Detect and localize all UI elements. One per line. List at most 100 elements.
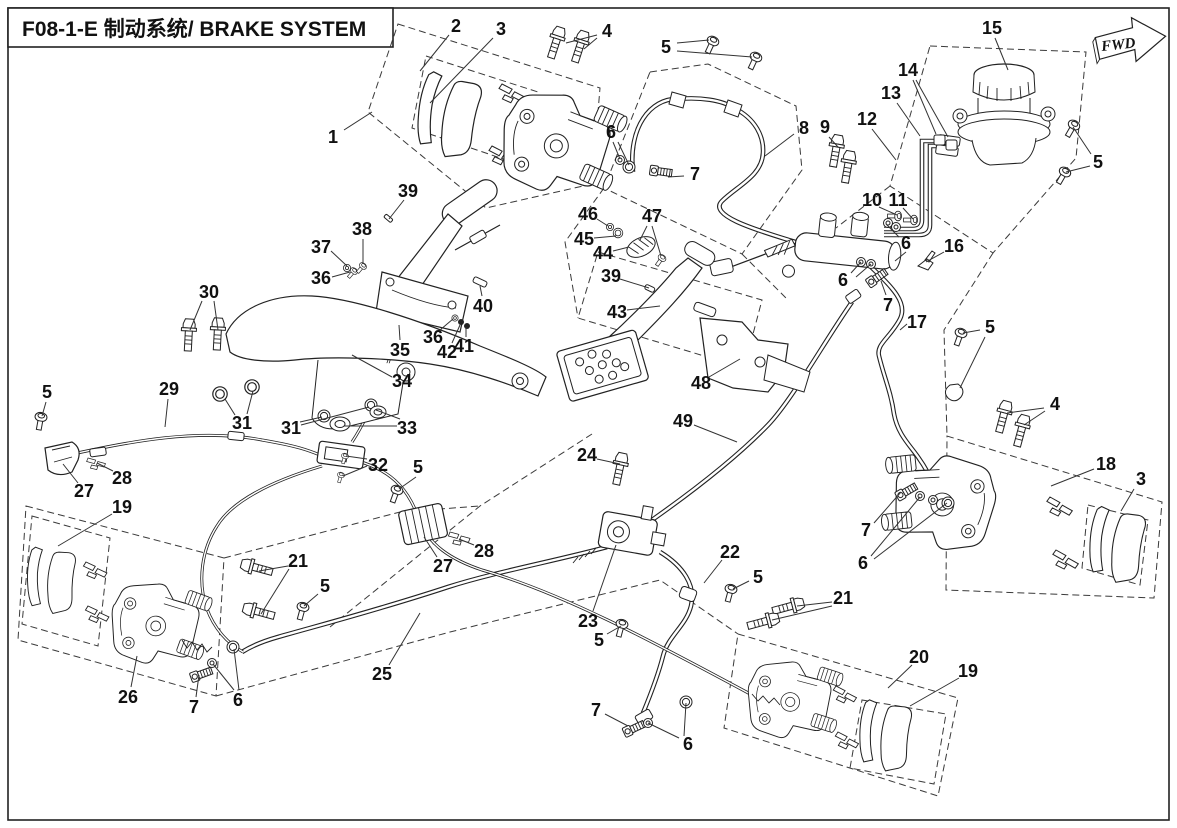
hose-clamp-bolt xyxy=(950,326,969,348)
leader-line-32 xyxy=(345,455,368,460)
callout-21: 21 xyxy=(288,551,308,571)
leader-line-6 xyxy=(617,141,630,166)
leader-line-21 xyxy=(260,568,290,615)
leader-line-4 xyxy=(1023,410,1046,426)
callout-5: 5 xyxy=(985,317,995,337)
leader-line-28 xyxy=(458,538,475,546)
leader-line-21 xyxy=(771,605,833,621)
cable-boot xyxy=(398,502,448,546)
callout-19: 19 xyxy=(958,661,978,681)
callout-6: 6 xyxy=(838,270,848,290)
brake-fluid-reservoir xyxy=(935,63,1056,166)
guide-bolt xyxy=(32,411,49,432)
brake-pads-front-left xyxy=(407,69,487,163)
leader-line-44 xyxy=(612,246,630,252)
leader-line-40 xyxy=(479,285,483,297)
leader-line-6 xyxy=(873,502,948,560)
leader-line-5 xyxy=(1072,126,1092,155)
leader-line-24 xyxy=(596,458,621,465)
leader-line-7 xyxy=(873,491,902,524)
callout-7: 7 xyxy=(690,164,700,184)
cable-adjuster xyxy=(89,446,107,458)
leader-line-14 xyxy=(915,79,949,138)
hose-clamps xyxy=(668,91,743,118)
callout-6: 6 xyxy=(233,690,243,710)
bracket-pin xyxy=(693,301,717,318)
banjo-bolt xyxy=(621,718,647,739)
callout-37: 37 xyxy=(311,237,331,257)
leader-line-35 xyxy=(398,324,401,341)
leader-line-23 xyxy=(592,544,617,612)
parking-lever-spring xyxy=(751,693,781,706)
leader-line-42 xyxy=(451,324,461,344)
leader-line-19 xyxy=(57,513,113,547)
callout-7: 7 xyxy=(861,520,871,540)
rear-right-caliper xyxy=(744,658,846,743)
callout-3: 3 xyxy=(496,19,506,39)
bushing xyxy=(244,379,260,395)
cover-bolt xyxy=(179,318,198,352)
flanged-spacer xyxy=(369,405,387,419)
callout-18: 18 xyxy=(1096,454,1116,474)
leader-line-13 xyxy=(896,102,921,137)
leader-line-21 xyxy=(258,565,289,572)
leader-line-9 xyxy=(828,136,839,148)
assembly-box-front-left xyxy=(367,23,601,209)
leader-line-5 xyxy=(962,329,981,334)
cable-equalizer-group xyxy=(32,411,471,622)
leader-line-18 xyxy=(1050,468,1095,487)
callout-38: 38 xyxy=(352,219,372,239)
callout-4: 4 xyxy=(602,21,612,41)
leader-line-5 xyxy=(676,39,710,44)
callout-24: 24 xyxy=(577,445,597,465)
leader-line-6 xyxy=(870,496,921,557)
leader-line-15 xyxy=(994,37,1009,71)
callout-29: 29 xyxy=(159,379,179,399)
callout-44: 44 xyxy=(593,243,613,263)
caliper-bolt xyxy=(1009,412,1034,449)
assembly-box-pads-front-right xyxy=(1081,504,1149,586)
pedal-return-spring xyxy=(626,236,656,258)
leader-line-36 xyxy=(439,318,454,331)
leader-line-39 xyxy=(619,278,650,289)
callout-1: 1 xyxy=(328,127,338,147)
clamp-bolt xyxy=(721,582,739,604)
callout-21: 21 xyxy=(833,588,853,608)
callout-20: 20 xyxy=(909,647,929,667)
leader-line-8 xyxy=(764,133,795,157)
master-cylinder-bolt xyxy=(825,133,847,169)
parking-cables xyxy=(62,318,754,697)
leader-line-22 xyxy=(703,559,723,584)
leader-line-5 xyxy=(606,625,622,635)
bleeder-valve xyxy=(917,250,936,271)
cotter-pin xyxy=(644,284,656,293)
callout-5: 5 xyxy=(413,457,423,477)
leader-line-6 xyxy=(233,648,240,691)
leader-line-49 xyxy=(693,424,738,443)
leader-line-34 xyxy=(351,354,393,378)
callout-43: 43 xyxy=(607,302,627,322)
callout-5: 5 xyxy=(320,576,330,596)
leader-line-36 xyxy=(331,271,351,278)
assembly-box-master-cylinder xyxy=(577,251,763,369)
callout-45: 45 xyxy=(574,229,594,249)
parking-lever-spring xyxy=(181,639,213,653)
reservoir-fittings xyxy=(883,117,1082,232)
hose-clamp-bolt xyxy=(701,33,721,56)
fwd-label: FWD xyxy=(1100,35,1137,55)
callout-14: 14 xyxy=(898,60,918,80)
callout-39: 39 xyxy=(601,266,621,286)
front-left-caliper xyxy=(493,85,632,204)
page-frame: F08-1-E 制动系统/ BRAKE SYSTEM xyxy=(7,7,1170,821)
callout-6: 6 xyxy=(683,734,693,754)
callout-34: 34 xyxy=(392,371,412,391)
leader-line-7 xyxy=(667,175,685,178)
callout-27: 27 xyxy=(74,481,94,501)
leader-line-30 xyxy=(213,300,219,331)
hose-clamp xyxy=(944,383,964,402)
hose-clamp-bolt xyxy=(744,49,764,72)
callout-5: 5 xyxy=(661,37,671,57)
page-title: F08-1-E 制动系统/ BRAKE SYSTEM xyxy=(22,17,366,41)
leader-line-45 xyxy=(593,235,617,239)
callout-3: 3 xyxy=(1136,469,1146,489)
